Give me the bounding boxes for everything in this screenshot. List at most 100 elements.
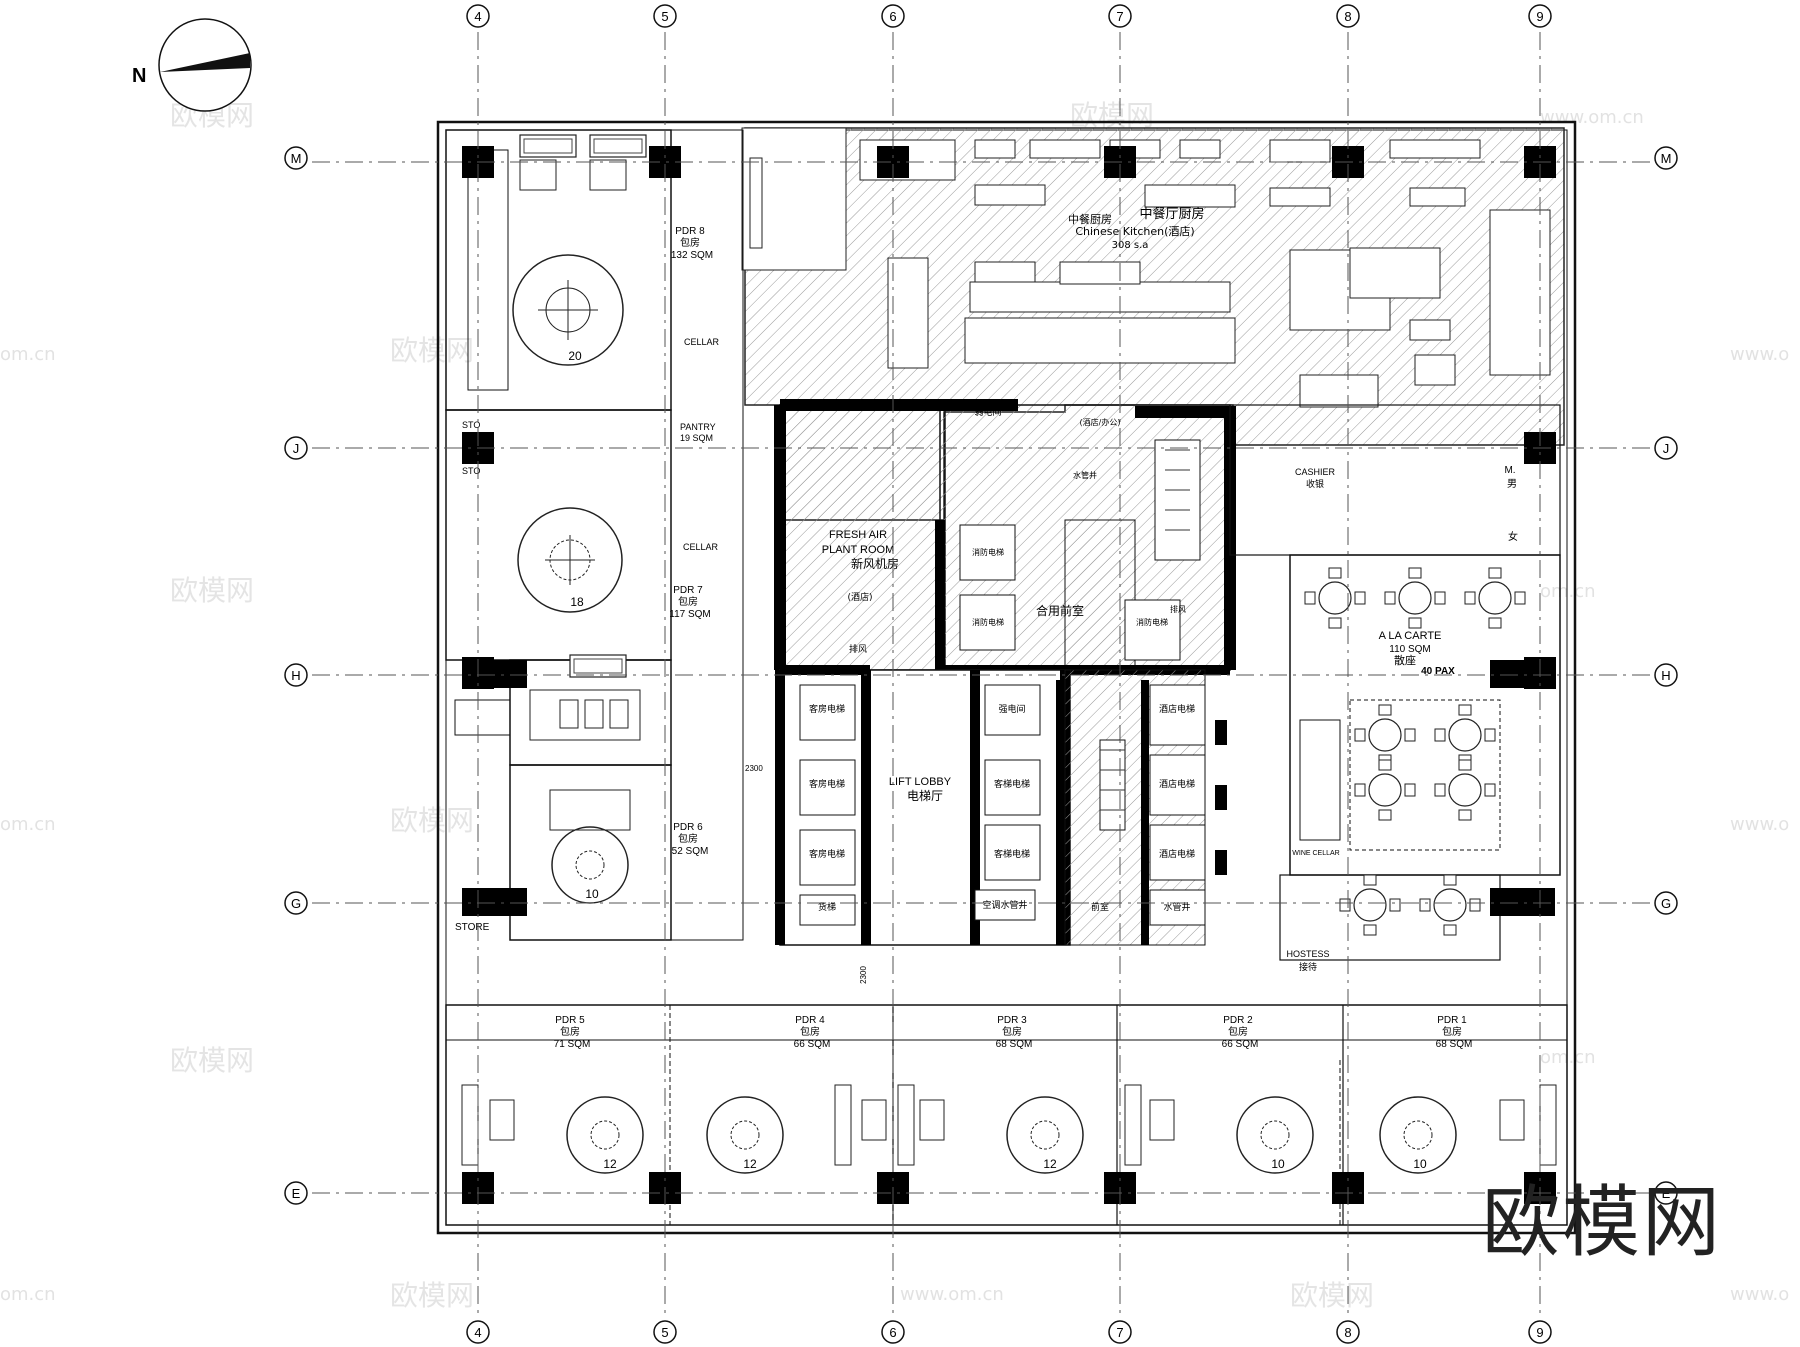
west-misc-labels: STO STO CELLAR PANTRY 19 SQM CELLAR STOR…	[455, 337, 763, 933]
grid-col-7-bottom: 7	[1108, 1320, 1132, 1344]
svg-text:客房电梯: 客房电梯	[809, 848, 845, 860]
svg-text:STORE: STORE	[455, 922, 490, 933]
svg-text:排风: 排风	[849, 643, 867, 655]
svg-text:110 SQM: 110 SQM	[1389, 644, 1431, 655]
svg-text:酒店电梯: 酒店电梯	[1159, 778, 1195, 790]
svg-text:9: 9	[1536, 9, 1543, 24]
svg-text:中餐厨房: 中餐厨房	[1068, 212, 1112, 226]
svg-text:www.o: www.o	[1730, 344, 1789, 365]
structural-columns	[462, 146, 1556, 1204]
svg-text:www.om.cn: www.om.cn	[1540, 107, 1644, 128]
svg-text:20: 20	[568, 349, 582, 363]
svg-text:8: 8	[1344, 1325, 1351, 1340]
a-la-carte-tables	[1304, 567, 1526, 936]
grid-col-6-bottom: 6	[881, 1320, 905, 1344]
svg-text:包房: 包房	[1228, 1025, 1248, 1038]
grid-row-m-right: M	[1654, 146, 1678, 170]
svg-text:8: 8	[1344, 9, 1351, 24]
svg-text:PLANT ROOM: PLANT ROOM	[822, 544, 895, 556]
svg-text:电梯厅: 电梯厅	[907, 789, 943, 803]
svg-text:10: 10	[1271, 1157, 1285, 1171]
svg-text:PDR 4: PDR 4	[795, 1015, 825, 1026]
svg-text:包房: 包房	[680, 236, 700, 249]
svg-text:om.cn: om.cn	[1540, 581, 1596, 602]
grid-row-j-left: J	[284, 436, 308, 460]
grid-col-9-bottom: 9	[1528, 1320, 1552, 1344]
kitchen-area	[741, 127, 1565, 521]
svg-text:H: H	[1661, 668, 1670, 683]
pdr8-sofas	[519, 134, 647, 191]
svg-text:包房: 包房	[560, 1025, 580, 1038]
svg-text:前室: 前室	[1091, 901, 1109, 913]
svg-text:水管井: 水管井	[1163, 901, 1190, 913]
svg-text:10: 10	[585, 887, 599, 901]
svg-text:欧模网: 欧模网	[390, 804, 474, 837]
svg-text:欧模网: 欧模网	[1290, 1279, 1374, 1312]
svg-text:308 s.a: 308 s.a	[1112, 240, 1149, 251]
svg-text:合用前室: 合用前室	[1036, 603, 1084, 618]
svg-text:H: H	[291, 668, 300, 683]
east-wing	[1229, 404, 1561, 961]
central-core	[774, 399, 1236, 675]
svg-text:9: 9	[1536, 1325, 1543, 1340]
svg-text:WINE CELLAR: WINE CELLAR	[1292, 850, 1339, 857]
svg-text:男: 男	[1507, 478, 1517, 490]
svg-text:71 SQM: 71 SQM	[554, 1039, 591, 1050]
svg-text:客梯电梯: 客梯电梯	[994, 848, 1030, 860]
svg-text:132 SQM: 132 SQM	[671, 250, 713, 261]
svg-text:www.o: www.o	[1730, 1284, 1789, 1305]
svg-text:水管井: 水管井	[1073, 470, 1097, 480]
svg-text:STO: STO	[462, 466, 480, 476]
pdr7-table	[517, 507, 623, 613]
grid-col-7-top: 7	[1108, 4, 1132, 28]
svg-text:PDR 7: PDR 7	[673, 585, 703, 596]
grid-row-g-left: G	[284, 891, 308, 915]
pdr6-table	[549, 789, 631, 904]
svg-text:5: 5	[661, 9, 668, 24]
svg-text:2300: 2300	[859, 966, 868, 984]
svg-text:66 SQM: 66 SQM	[1222, 1039, 1259, 1050]
grid-col-8-top: 8	[1336, 4, 1360, 28]
pdr7-sofas	[529, 654, 641, 741]
svg-text:酒店电梯: 酒店电梯	[1159, 848, 1195, 860]
svg-text:欧模网: 欧模网	[170, 1044, 254, 1077]
watermark-layer: 欧模网 欧模网 欧模网 欧模网 欧模网 欧模网 欧模网 欧模网 www.om.c…	[0, 99, 1789, 1312]
svg-text:12: 12	[743, 1157, 757, 1171]
svg-text:客梯电梯: 客梯电梯	[994, 778, 1030, 790]
svg-text:欧模网: 欧模网	[170, 574, 254, 607]
svg-text:Chinese Kitchen(酒店): Chinese Kitchen(酒店)	[1075, 224, 1194, 238]
svg-text:12: 12	[603, 1157, 617, 1171]
svg-text:排风: 排风	[1170, 604, 1186, 614]
svg-text:52 SQM: 52 SQM	[672, 846, 709, 857]
lift-lobby-labels: LIFT LOBBY 电梯厅 客房电梯 客房电梯 客房电梯 货梯 强电间 客梯电…	[809, 643, 1195, 913]
south-tables	[461, 1084, 1557, 1174]
svg-text:PDR 3: PDR 3	[997, 1015, 1027, 1026]
svg-text:CASHIER: CASHIER	[1295, 467, 1336, 477]
svg-text:A LA CARTE: A LA CARTE	[1379, 630, 1442, 642]
lift-lobby	[775, 665, 1227, 946]
svg-text:68 SQM: 68 SQM	[996, 1039, 1033, 1050]
svg-text:6: 6	[889, 9, 896, 24]
grid-col-5-bottom: 5	[653, 1320, 677, 1344]
svg-text:6: 6	[889, 1325, 896, 1340]
svg-text:G: G	[1661, 896, 1671, 911]
svg-text:E: E	[292, 1186, 301, 1201]
svg-text:欧模网: 欧模网	[390, 334, 474, 367]
svg-text:om.cn: om.cn	[1540, 1047, 1596, 1068]
grid-row-m-left: M	[284, 146, 308, 170]
svg-text:酒店电梯: 酒店电梯	[1159, 703, 1195, 715]
svg-text:强电间: 强电间	[998, 703, 1025, 715]
grid-lines	[312, 32, 1652, 1318]
core-labels: FRESH AIR PLANT ROOM 新风机房 (酒店) 合用前室 消防电梯…	[822, 406, 1186, 627]
svg-text:包房: 包房	[678, 832, 698, 845]
svg-text:女: 女	[1508, 530, 1518, 543]
svg-text:HOSTESS: HOSTESS	[1286, 949, 1329, 959]
grid-row-h-left: H	[284, 663, 308, 687]
svg-text:(酒店): (酒店)	[847, 591, 872, 603]
grid-col-5-top: 5	[653, 4, 677, 28]
grid-col-8-bottom: 8	[1336, 1320, 1360, 1344]
svg-text:om.cn: om.cn	[0, 1284, 56, 1305]
svg-text:中餐厅厨房: 中餐厅厨房	[1139, 206, 1204, 222]
svg-text:G: G	[291, 896, 301, 911]
